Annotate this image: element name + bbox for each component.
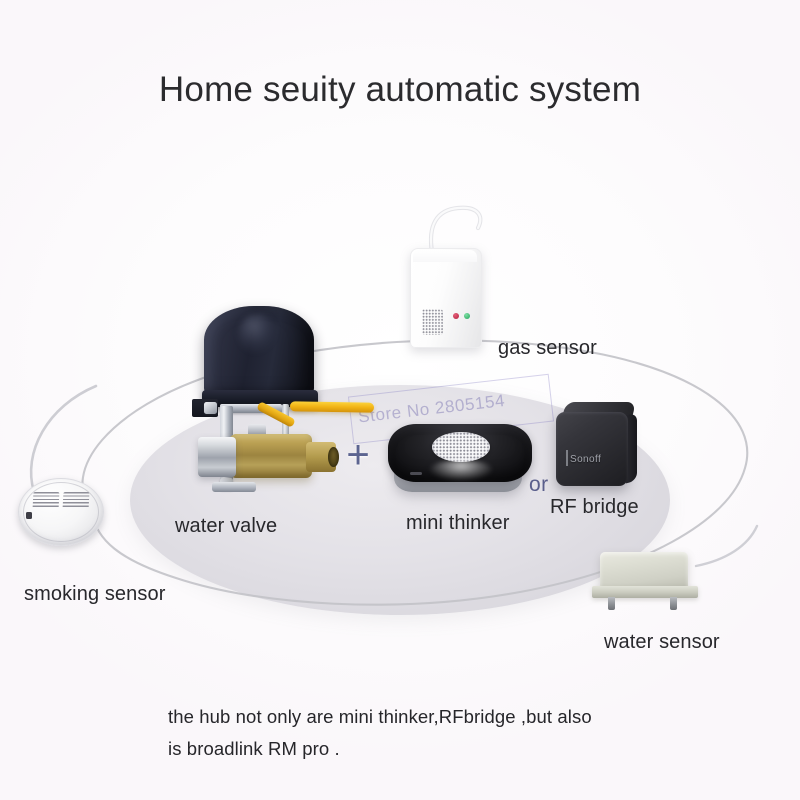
plus-symbol: + [346,433,370,477]
page-title: Home seuity automatic system [158,70,642,109]
footnote-line-1: the hub not only are mini thinker,RFbrid… [168,706,592,727]
mini-thinker-highlight [430,460,492,480]
valve-collar [202,390,318,407]
smoke-led-icon [26,512,32,519]
rf-bridge-front-face: Sonoff [556,412,628,486]
label-water-sensor: water sensor [604,631,720,653]
valve-handle-lever [289,401,375,413]
label-smoking-sensor: smoking sensor [24,583,166,605]
gas-speaker-grille-icon [422,309,443,335]
gas-sensor-top [413,250,477,262]
label-mini-thinker: mini thinker [406,512,510,534]
footnote-line-2: is broadlink RM pro . [168,738,340,759]
mini-thinker-speaker-grille-icon [432,432,490,462]
smoke-vent-right [62,492,90,509]
valve-inlet-nut [198,437,236,477]
water-sensor-body [600,552,688,590]
label-water-valve: water valve [175,515,278,537]
valve-bracket-arm [220,404,282,413]
rf-bridge-brand-logo: Sonoff [570,454,602,465]
valve-outlet-bore [328,447,339,467]
device-rf-bridge: Sonoff [556,402,638,488]
valve-bolt-top [204,402,217,414]
smoke-vent-left [32,492,60,509]
valve-dome-highlight [238,314,278,354]
device-mini-thinker [388,424,532,500]
device-gas-sensor [410,248,484,348]
mini-thinker-port [410,472,422,475]
device-water-valve [182,306,375,506]
gas-sensor-body [410,248,482,348]
label-rf-bridge: RF bridge [550,496,639,518]
gas-led-green-icon [464,313,470,319]
water-sensor-probe-left [608,597,615,610]
valve-foot-plate [212,482,256,492]
smoke-sensor-body [18,478,104,546]
valve-actuator-dome [204,306,314,398]
smoke-sensor-rim [23,482,99,542]
label-gas-sensor: gas sensor [498,337,597,359]
valve-brass-body [230,434,312,478]
water-sensor-probe-right [670,597,677,610]
gas-led-red-icon [453,313,459,319]
device-water-sensor [592,552,702,616]
device-smoking-sensor [18,478,104,550]
or-connector-label: or [529,473,549,496]
valve-top-nut [248,424,266,437]
water-sensor-mount-plate [592,586,698,598]
rf-bridge-logo-bar [566,450,568,466]
